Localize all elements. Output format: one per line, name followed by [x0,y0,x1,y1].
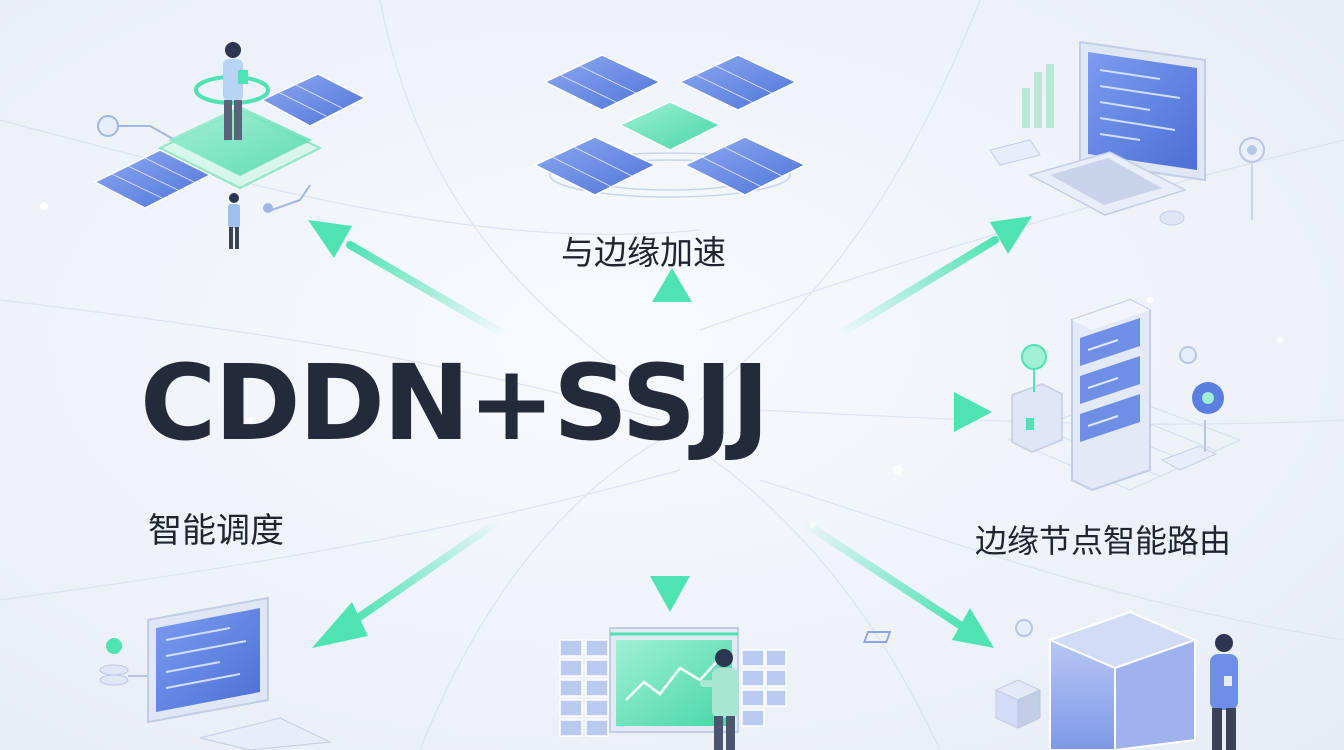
person-icon [223,42,248,249]
arrow-to-top-right [834,216,1032,339]
data-box-icon [862,610,1198,750]
solar-panel-cluster-icon [533,54,807,198]
analytics-dashboard-icon [559,627,787,737]
node-label-edge-routing: 边缘节点智能路由 [975,522,1232,560]
arrow-to-top-left [308,220,509,339]
arrow-to-bottom-left [312,516,504,648]
node-label-smart-scheduling: 智能调度 [148,511,284,551]
server-rack-icon [1008,298,1242,492]
diagram-main-title: CDDN+SSJJ [140,342,770,464]
person-icon [700,649,738,750]
computer-terminal-icon [99,596,332,750]
arrow-to-bottom [650,474,690,612]
node-label-edge-acceleration: 与边缘加速 [561,233,726,272]
solar-satellite-icon [93,73,367,213]
desktop-computer-icon [989,40,1265,226]
arrow-to-top [652,268,692,344]
arrow-to-bottom-right [796,516,994,648]
person-icon [1210,634,1238,750]
arrow-to-right [838,392,992,432]
